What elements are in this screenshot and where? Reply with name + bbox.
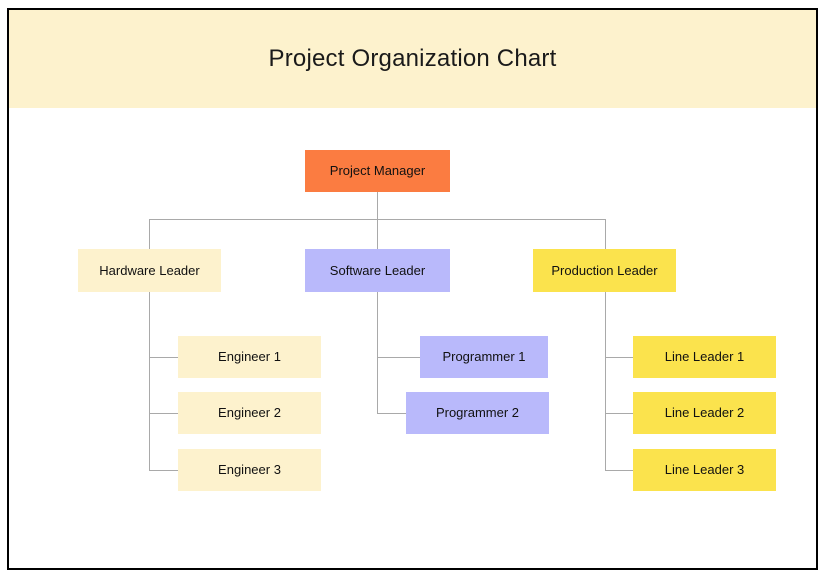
node-label: Engineer 1 (218, 349, 281, 365)
node-label: Line Leader 1 (664, 349, 745, 365)
connector-elbow-programmer-1 (377, 357, 420, 358)
node-engineer-2[interactable]: Engineer 2 (178, 392, 321, 434)
connector-elbow-line-leader-1 (605, 357, 633, 358)
connector-elbow-engineer-1 (149, 357, 178, 358)
node-project-manager[interactable]: Project Manager (305, 150, 450, 192)
connector-drop-production (605, 219, 606, 249)
node-label: Engineer 3 (218, 462, 281, 478)
node-label: Production Leader (551, 262, 658, 278)
connector-elbow-engineer-2 (149, 413, 178, 414)
node-programmer-2[interactable]: Programmer 2 (406, 392, 549, 434)
connector-spine-hardware (149, 292, 150, 470)
connector-elbow-line-leader-2 (605, 413, 633, 414)
node-hardware-leader[interactable]: Hardware Leader (78, 249, 221, 292)
node-label: Software Leader (329, 262, 426, 278)
connector-drop-software (377, 219, 378, 249)
page-title: Project Organization Chart (268, 45, 557, 72)
node-production-leader[interactable]: Production Leader (533, 249, 676, 292)
node-line-leader-2[interactable]: Line Leader 2 (633, 392, 776, 434)
node-programmer-1[interactable]: Programmer 1 (420, 336, 548, 378)
node-line-leader-3[interactable]: Line Leader 3 (633, 449, 776, 491)
connector-elbow-programmer-2 (377, 413, 420, 414)
connector-elbow-engineer-3 (149, 470, 178, 471)
node-label: Engineer 2 (218, 405, 281, 421)
connector-root-down (377, 192, 378, 220)
node-label: Project Manager (329, 163, 426, 179)
node-label: Line Leader 2 (664, 405, 745, 421)
connector-elbow-line-leader-3 (605, 470, 633, 471)
node-label: Hardware Leader (99, 262, 200, 278)
title-banner: Project Organization Chart (9, 10, 816, 108)
node-line-leader-1[interactable]: Line Leader 1 (633, 336, 776, 378)
node-label: Line Leader 3 (664, 462, 745, 478)
connector-drop-hardware (149, 219, 150, 249)
node-engineer-3[interactable]: Engineer 3 (178, 449, 321, 491)
node-software-leader[interactable]: Software Leader (305, 249, 450, 292)
node-label: Programmer 2 (435, 405, 520, 421)
node-engineer-1[interactable]: Engineer 1 (178, 336, 321, 378)
node-label: Programmer 1 (442, 349, 526, 365)
connector-spine-software (377, 292, 378, 413)
connector-spine-production (605, 292, 606, 470)
